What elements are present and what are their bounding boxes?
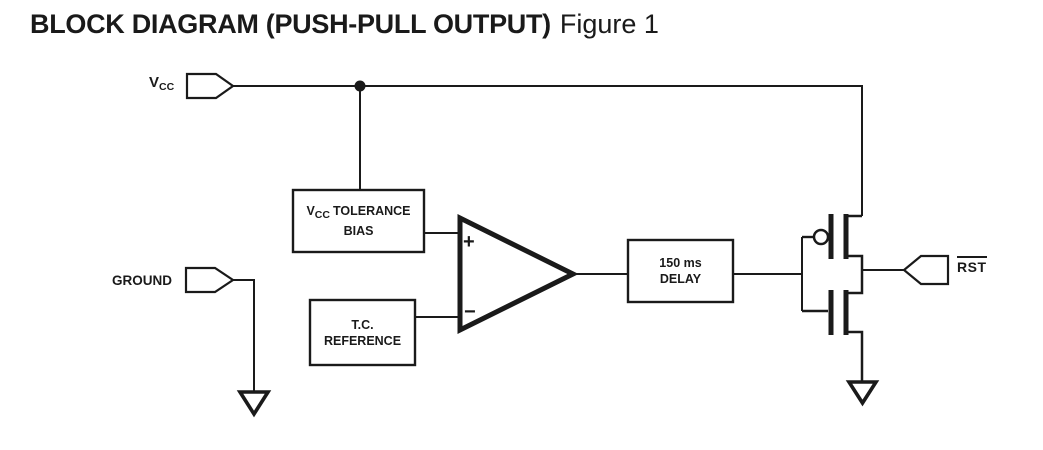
delay-block-box <box>626 238 735 304</box>
ground-symbol-right <box>845 380 880 407</box>
bias-label-tolerance: TOLERANCE <box>332 204 411 218</box>
vcc-label-sub: CC <box>159 81 175 93</box>
bias-label-line2: BIAS <box>343 224 374 238</box>
pmos-drain-wire <box>848 254 864 270</box>
bias-label-vcc-sub: CC <box>314 209 330 221</box>
bias-block-box <box>291 188 426 254</box>
vcc-rail-wire <box>233 85 863 216</box>
rst-label-overline-text: RST <box>957 256 987 275</box>
nmos-drain-wire <box>848 270 864 295</box>
comparator-plus-input-label: + <box>463 231 475 253</box>
ground-pin-symbol <box>184 266 235 294</box>
ground-symbol-left <box>236 390 272 418</box>
nmos-channel-bar <box>843 290 849 335</box>
ground-pin-label: GROUND <box>112 273 172 288</box>
delay-block-label: 150 ms DELAY <box>628 240 733 302</box>
figure-number: Figure 1 <box>559 9 659 39</box>
ground-pin-wire <box>233 279 255 392</box>
comparator-minus-input-label: − <box>464 301 476 323</box>
pmos-inversion-bubble <box>812 228 830 246</box>
delay-label-line2: DELAY <box>659 272 702 286</box>
nmos-source-wire <box>848 330 864 382</box>
vcc-pin-symbol <box>185 72 235 100</box>
nmos-gate-bar <box>828 290 834 335</box>
rst-pin-label: RST <box>957 256 987 275</box>
tc-label-line1: T.C. <box>351 317 374 332</box>
tc-reference-block-box <box>308 298 417 367</box>
figure-title-bold: BLOCK DIAGRAM (PUSH-PULL OUTPUT) <box>30 9 551 39</box>
delay-label-line1: 150 ms <box>659 256 702 270</box>
rst-pin-symbol <box>902 254 950 286</box>
tc-reference-block-label: T.C. REFERENCE <box>310 300 415 365</box>
pmos-channel-bar <box>843 214 849 259</box>
comparator-triangle <box>457 213 579 335</box>
tc-label-line2: REFERENCE <box>323 333 402 348</box>
pmos-gate-bar <box>828 214 834 259</box>
vcc-label-main: V <box>149 74 160 91</box>
bias-label-vcc-main: V <box>306 204 315 218</box>
vcc-pin-label: VCC <box>149 74 174 93</box>
figure-title: BLOCK DIAGRAM (PUSH-PULL OUTPUT) Figure 1 <box>30 9 659 40</box>
